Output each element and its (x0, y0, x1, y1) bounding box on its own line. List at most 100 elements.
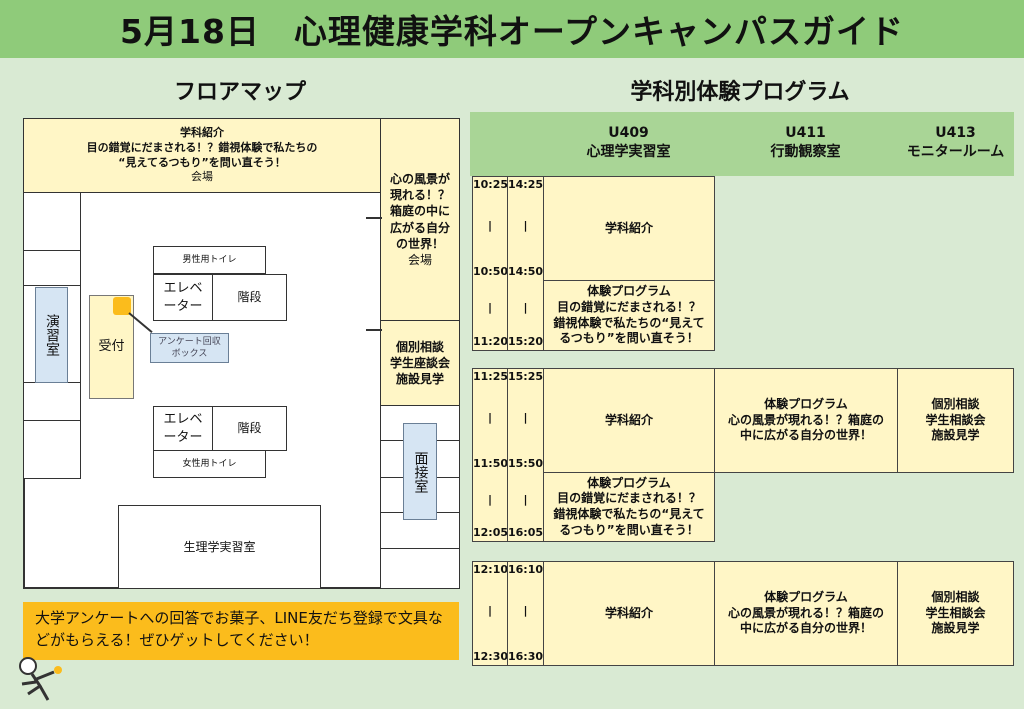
room-name: モニタールーム (906, 143, 1005, 160)
separator: | (523, 219, 528, 232)
session-desc: 心の風景が現れる！？箱庭の (727, 412, 884, 427)
time-column: 11:25 | 11:50 | 12:05 (472, 368, 508, 542)
time: 14:50 (508, 265, 544, 278)
notice-banner: 大学アンケートへの回答でお菓子、LINE友だち登録で文具などがもらえる！ぜひゲッ… (23, 602, 459, 660)
session-desc: 施設見学 (931, 621, 980, 636)
session-desc: 目の錯覚にだまされる！？ (557, 491, 701, 506)
survey-box-marker (113, 297, 131, 315)
floor-map-heading: フロアマップ (173, 80, 306, 105)
separator: | (523, 493, 528, 506)
session-cell: 学科紹介 (543, 561, 715, 666)
time-column: 12:10 | 12:30 (472, 561, 508, 666)
time: 16:30 (508, 650, 544, 663)
time: 16:05 (508, 526, 544, 539)
room-desc: 心の風景が現れる！？箱庭の中に広がる自分の世界！ (389, 171, 450, 251)
time: 12:30 (473, 650, 509, 663)
time: 10:50 (473, 265, 509, 278)
room-desc: 目の錯覚にだまされる！？錯視体験で私たちの (86, 140, 318, 154)
separator: | (523, 301, 528, 314)
time-column: 10:25 | 10:50 | 11:20 (472, 176, 508, 351)
session-cell: 体験プログラム目の錯覚にだまされる！？錯視体験で私たちの“見えてるつもり”を問い… (543, 280, 715, 351)
session-title: 学科紹介 (604, 412, 653, 427)
time: 11:25 (473, 370, 509, 383)
time: 11:20 (473, 335, 509, 348)
session-title: 個別相談 (931, 397, 980, 412)
separator: | (487, 493, 493, 506)
time: 11:50 (473, 457, 509, 470)
session-cell: 体験プログラム心の風景が現れる！？箱庭の中に広がる自分の世界！ (714, 368, 898, 473)
session-desc: 中に広がる自分の世界！ (739, 621, 872, 636)
men-toilet: 男性用トイレ (153, 246, 266, 274)
survey-box: アンケート回収ボックス (150, 333, 229, 363)
time: 10:25 (473, 178, 509, 191)
session-cell: 学科紹介 (543, 176, 715, 281)
stairs: 階段 (212, 406, 287, 451)
session-cell: 個別相談学生相談会施設見学 (897, 561, 1014, 666)
session-title: 体験プログラム (587, 475, 671, 490)
session-desc: 学生相談会 (925, 605, 986, 620)
room-department-intro: 学科紹介 目の錯覚にだまされる！？錯視体験で私たちの “見えてるつもり”を問い直… (23, 118, 381, 193)
session-title: 個別相談 (931, 590, 980, 605)
elevator: エレベーター (153, 274, 213, 321)
separator: | (487, 411, 493, 424)
room-desc: “見えてるつもり”を問い直そう！ (118, 155, 286, 169)
room-desc: 施設見学 (395, 372, 444, 387)
room-physiology-lab: 生理学実習室 (118, 505, 321, 589)
venue-label: 会場 (191, 170, 213, 184)
time: 12:05 (473, 526, 509, 539)
session-cell: 体験プログラム心の風景が現れる！？箱庭の中に広がる自分の世界！ (714, 561, 898, 666)
time: 15:50 (508, 457, 544, 470)
page-title: 5月18日 心理健康学科オープンキャンパスガイド (0, 0, 1024, 58)
separator: | (487, 219, 493, 232)
session-title: 体験プログラム (587, 284, 671, 299)
room-enshu: 演習室 (35, 287, 68, 383)
separator: | (523, 604, 528, 617)
door (366, 329, 382, 331)
room-code: U411 (785, 125, 826, 141)
time: 15:20 (508, 335, 544, 348)
elevator: エレベーター (153, 406, 213, 451)
time: 15:25 (508, 370, 544, 383)
session-title: 学科紹介 (604, 605, 653, 620)
door (366, 217, 382, 219)
time-column: 14:25 | 14:50 | 15:20 (507, 176, 544, 351)
session-desc: 錯視体験で私たちの“見えて (553, 315, 705, 330)
room-code: U413 (935, 125, 976, 141)
session-desc: 学生相談会 (925, 412, 986, 427)
room-desc: 学生座談会 (389, 355, 450, 370)
session-desc: 心の風景が現れる！？箱庭の (727, 605, 884, 620)
time: 12:10 (473, 563, 509, 576)
session-desc: 施設見学 (931, 428, 980, 443)
room-name: 行動観察室 (770, 143, 841, 160)
time-column: 16:10 | 16:30 (507, 561, 544, 666)
room-hakoniwa: 心の風景が現れる！？箱庭の中に広がる自分の世界！ 会場 (380, 118, 460, 321)
session-cell: 個別相談学生相談会施設見学 (897, 368, 1014, 473)
room-code: U409 (608, 125, 649, 141)
separator: | (487, 604, 493, 617)
separator: | (487, 301, 493, 314)
women-toilet: 女性用トイレ (153, 450, 266, 478)
session-desc: 目の錯覚にだまされる！？ (557, 299, 701, 314)
session-cell: 体験プログラム目の錯覚にだまされる！？錯視体験で私たちの“見えてるつもり”を問い… (543, 472, 715, 542)
session-desc: 錯視体験で私たちの“見えて (553, 507, 705, 521)
program-heading: 学科別体験プログラム (630, 80, 850, 105)
session-title: 体験プログラム (764, 590, 848, 605)
room-title: 学科紹介 (180, 125, 224, 139)
session-desc: るつもり”を問い直そう！ (559, 331, 699, 346)
room-interview: 面接室 (403, 423, 437, 520)
time: 16:10 (508, 563, 544, 576)
session-title: 体験プログラム (764, 397, 848, 412)
venue-label: 会場 (407, 252, 432, 267)
mascot-figure-icon (19, 657, 62, 701)
separator: | (523, 411, 528, 424)
session-desc: るつもり”を問い直そう！ (559, 522, 699, 537)
time-column: 15:25 | 15:50 | 16:05 (507, 368, 544, 542)
session-title: 学科紹介 (604, 220, 653, 235)
time: 14:25 (508, 178, 544, 191)
room-name: 心理学実習室 (586, 143, 671, 160)
stairs: 階段 (212, 274, 287, 321)
session-desc: 中に広がる自分の世界！ (739, 428, 872, 443)
room-desc: 個別相談 (395, 339, 444, 354)
room-header-row: U409 心理学実習室 U411 行動観察室 U413 モニタールーム (470, 112, 1014, 176)
room-consultation: 個別相談 学生座談会 施設見学 (380, 320, 460, 406)
